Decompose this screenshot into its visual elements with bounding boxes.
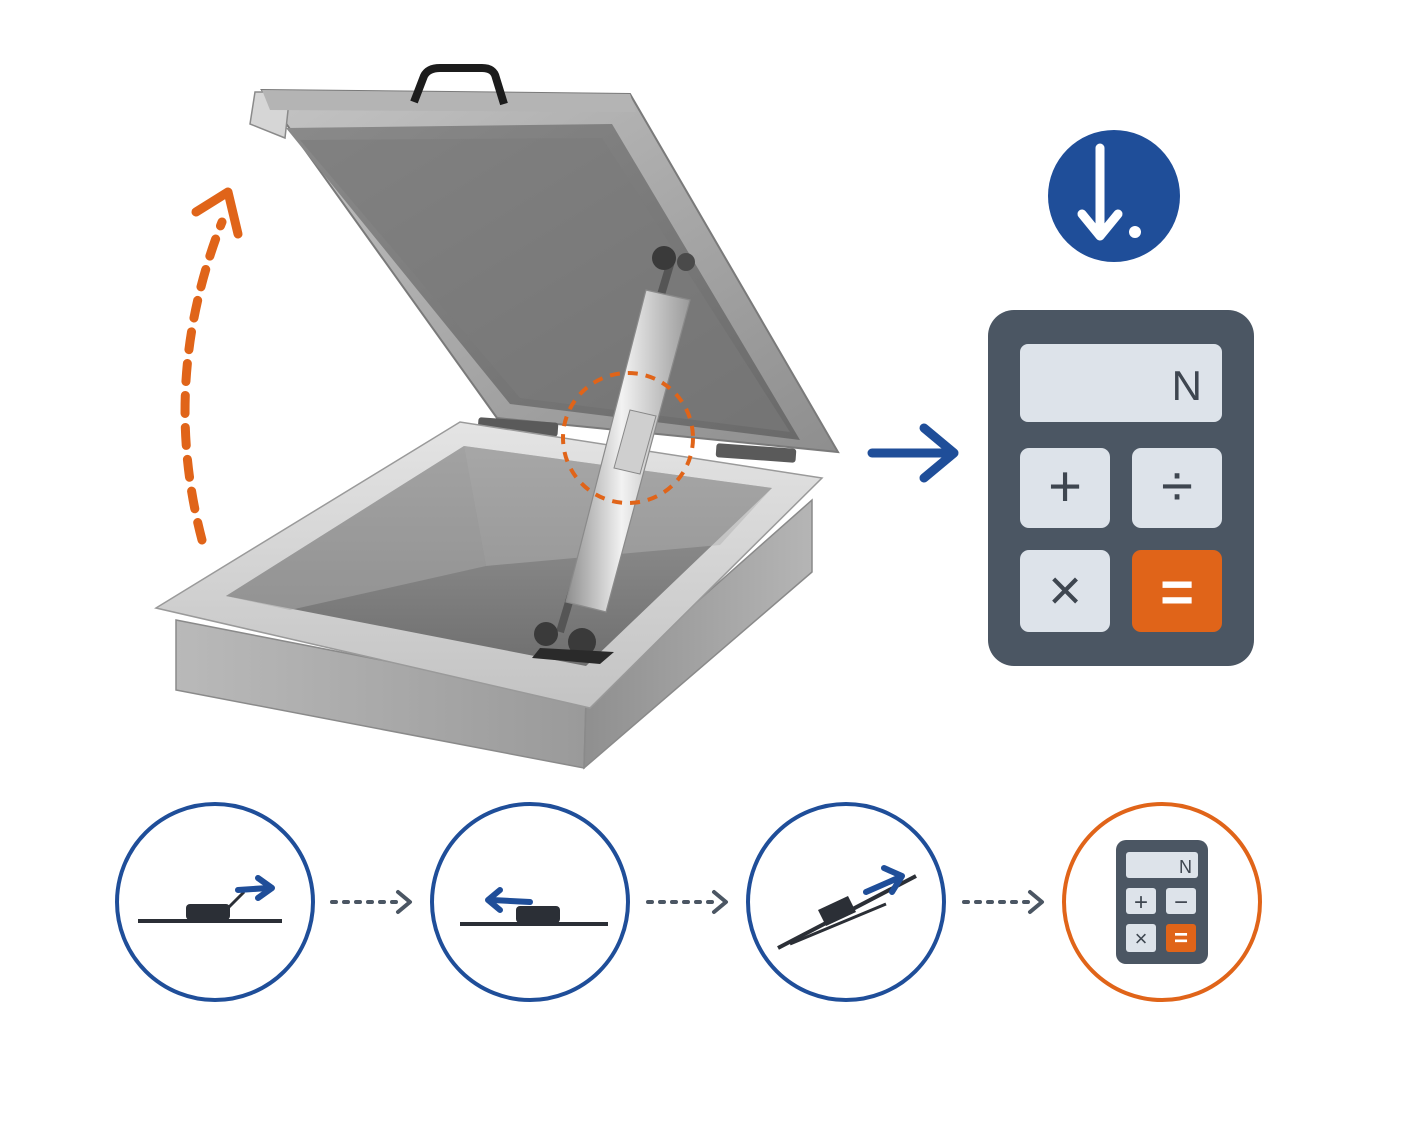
calculator-key-plus (1020, 448, 1110, 528)
step-1-push-right (115, 802, 315, 1002)
down-arrow-badge-icon (1048, 130, 1180, 262)
step-3-slope-push (746, 802, 946, 1002)
right-arrow-icon (867, 423, 959, 483)
calculator-display-unit: N (1172, 362, 1202, 409)
mini-key-minus: − (1174, 889, 1188, 916)
slope-push-icon (777, 865, 917, 950)
calculator-icon: N + ÷ × = (988, 310, 1254, 666)
calculator-display (1020, 344, 1222, 422)
calculator-key-plus-label: + (1048, 454, 1082, 519)
dashed-curved-arrow-icon (180, 187, 243, 545)
mini-key-equals: = (1174, 925, 1188, 952)
mini-key-multiply: × (1135, 926, 1148, 951)
mini-calculator-unit: N (1179, 857, 1192, 877)
calculator-key-divide-label: ÷ (1161, 454, 1193, 519)
calculator-key-divide (1132, 448, 1222, 528)
calculator-key-equals (1132, 550, 1222, 632)
lid-handle (410, 64, 508, 106)
mini-key-plus: + (1134, 889, 1148, 916)
calculator-key-multiply-label: × (1048, 558, 1082, 623)
gas-strut (532, 246, 695, 664)
calculator-icon: N + − × = (1116, 840, 1208, 964)
calculator-key-equals-label: = (1160, 560, 1194, 625)
calculator-key-multiply (1020, 550, 1110, 632)
step-2-pull-left (430, 802, 630, 1002)
box-right-side (583, 498, 813, 770)
push-right-icon (138, 875, 282, 923)
right-hinge (715, 443, 797, 463)
dotted-arrow-icon (962, 890, 1044, 914)
roof-hatch-illustration (154, 64, 840, 770)
process-steps: N + − × = (115, 802, 1262, 1002)
strut-focus-circle (561, 371, 695, 505)
dotted-arrow-icon (646, 890, 728, 914)
dotted-arrow-icon (330, 890, 412, 914)
step-4-calculate: N + − × = (1062, 802, 1262, 1002)
pull-left-icon (460, 887, 608, 926)
